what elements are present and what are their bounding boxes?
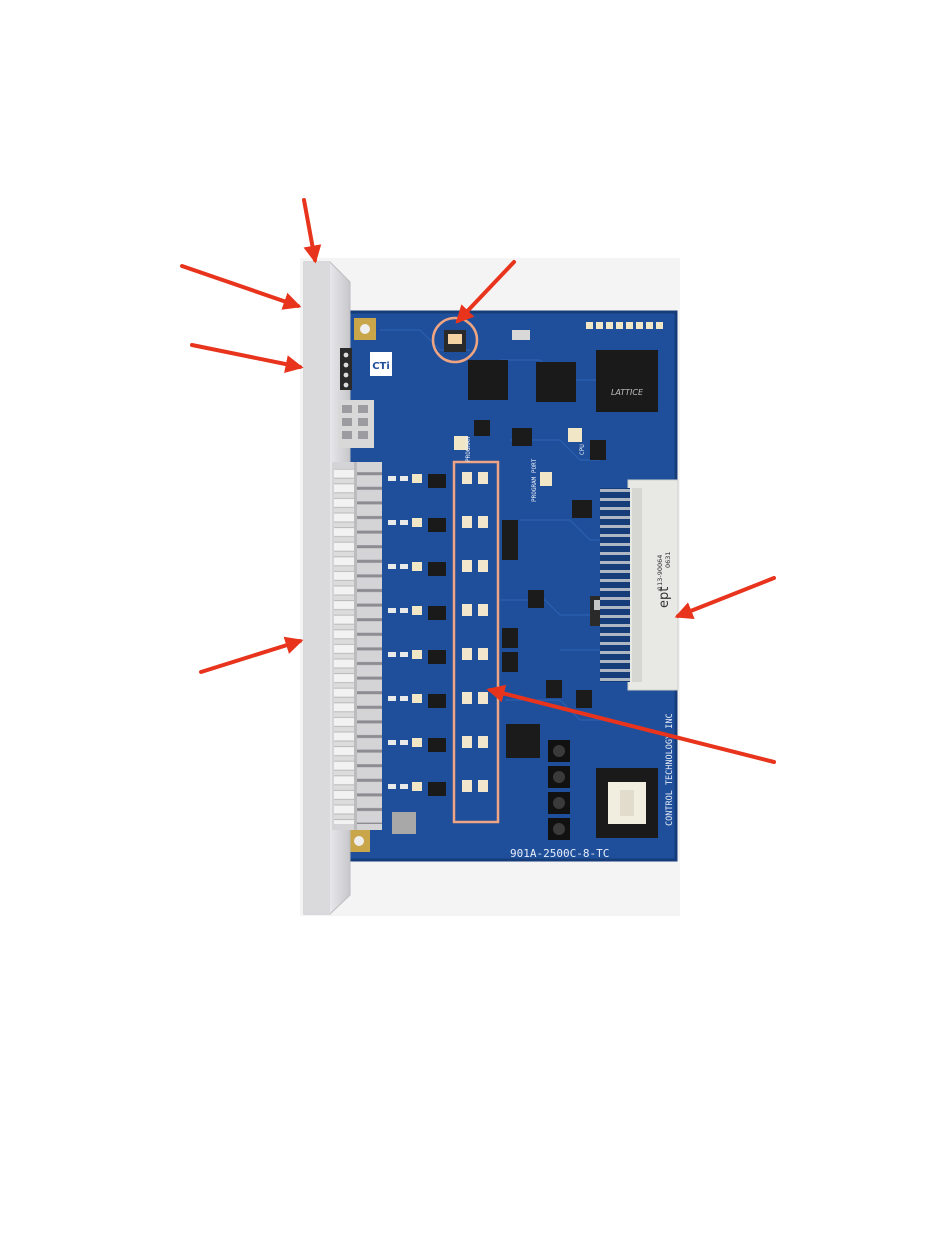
header-connector bbox=[338, 400, 374, 448]
arrow-terminal-block bbox=[201, 641, 300, 672]
microcontroller-chip bbox=[468, 360, 508, 400]
arrow-upper-left-1 bbox=[182, 266, 298, 306]
capacitor bbox=[392, 812, 416, 834]
svg-text:PROGRAM: PROGRAM bbox=[465, 436, 472, 462]
svg-text:LATTICE: LATTICE bbox=[611, 388, 644, 397]
svg-text:113-90064: 113-90064 bbox=[656, 555, 664, 590]
oscillator bbox=[512, 330, 530, 340]
arrow-upper-left-2 bbox=[192, 345, 300, 367]
part-number-label: 901A-2500C-8-TC bbox=[510, 847, 609, 860]
svg-text:PROGRAM PORT: PROGRAM PORT bbox=[531, 458, 538, 502]
svg-text:CPU: CPU bbox=[579, 444, 586, 455]
cpu-chip bbox=[536, 362, 576, 402]
cti-logo: CTi bbox=[370, 352, 392, 376]
terminal-block bbox=[332, 462, 382, 830]
manufacturer-label: CONTROL TECHNOLOGY INC bbox=[665, 713, 675, 826]
lattice-cpld-chip: LATTICE bbox=[596, 350, 658, 412]
svg-text:0631: 0631 bbox=[664, 551, 672, 568]
mounting-hole-top bbox=[354, 318, 376, 340]
mounting-hole-bottom bbox=[348, 830, 370, 852]
edge-connector: ept 113-90064 0631 bbox=[600, 480, 678, 690]
arrow-edge-connector bbox=[678, 578, 774, 616]
status-leds bbox=[340, 348, 352, 390]
transformer bbox=[596, 768, 658, 838]
svg-text:CTi: CTi bbox=[372, 361, 390, 372]
arrow-top-bezel bbox=[304, 200, 315, 260]
